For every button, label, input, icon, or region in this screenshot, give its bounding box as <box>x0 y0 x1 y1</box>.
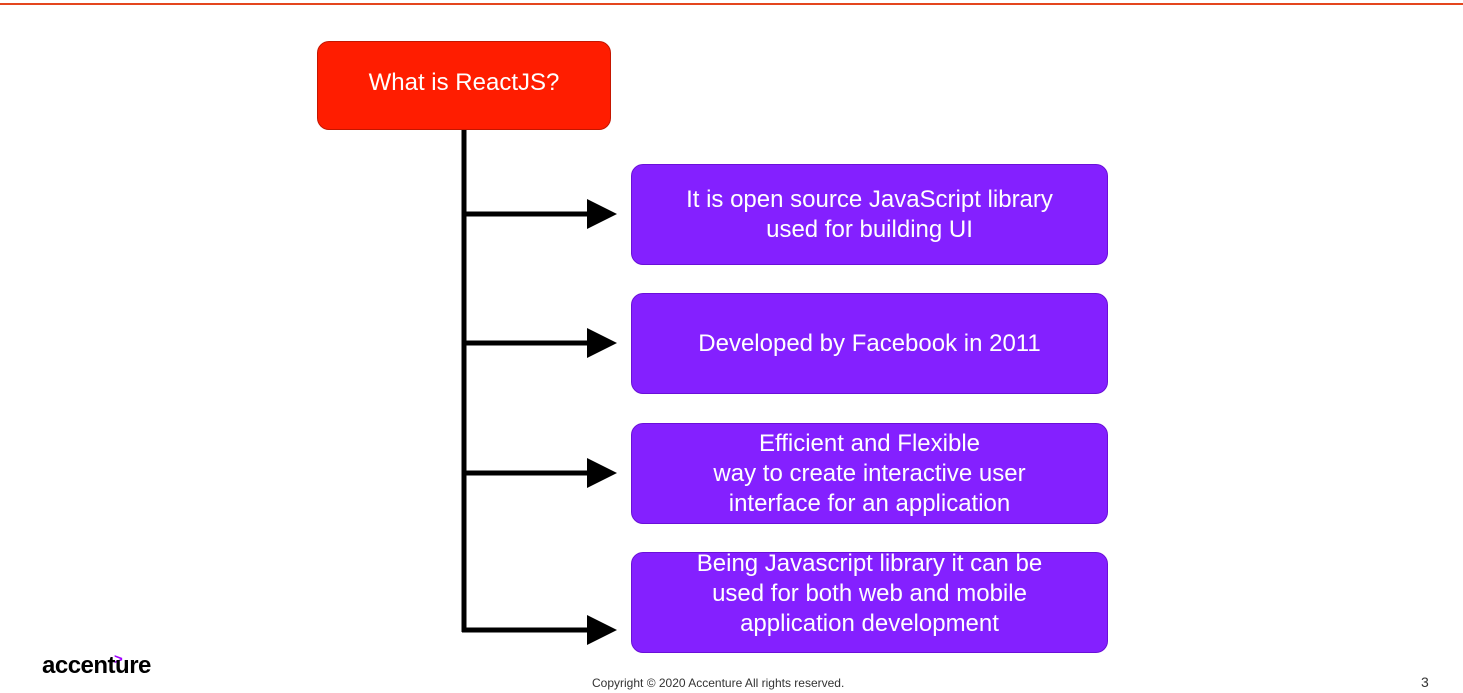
point-box-3: Efficient and Flexible way to create int… <box>631 423 1108 524</box>
page-number: 3 <box>1421 674 1429 690</box>
title-text: What is ReactJS? <box>368 68 560 96</box>
accenture-logo: accenture <box>42 652 151 679</box>
point-box-4: Being Javascript library it can be used … <box>631 549 1108 653</box>
accenture-logo-mark: > <box>114 651 123 668</box>
point-text-3: Efficient and Flexible way to create int… <box>713 429 1026 517</box>
top-rule <box>0 3 1463 5</box>
title-box: What is ReactJS? <box>317 41 611 130</box>
point-text-2: Developed by Facebook in 2011 <box>698 329 1041 357</box>
point-text-4: Being Javascript library it can be used … <box>696 549 1043 637</box>
point-text-1: It is open source JavaScript library use… <box>686 185 1053 243</box>
point-box-1: It is open source JavaScript library use… <box>631 164 1108 265</box>
copyright-text: Copyright © 2020 Accenture All rights re… <box>592 676 845 690</box>
point-box-2: Developed by Facebook in 2011 <box>631 293 1108 394</box>
